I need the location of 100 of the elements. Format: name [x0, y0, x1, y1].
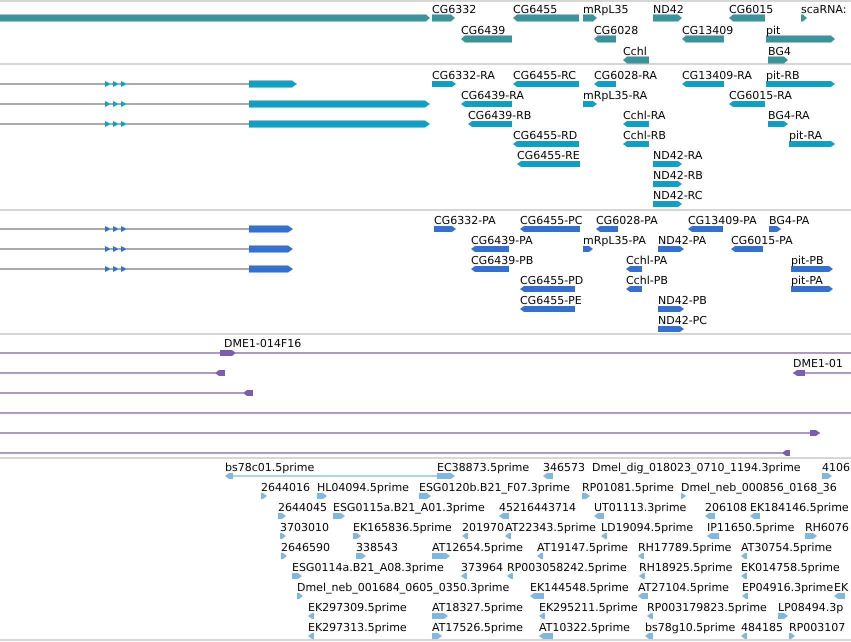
feature-label: RP01081.5prime: [582, 481, 674, 494]
feature-label: Dmel_dig_018023_0710_1194.3prime: [592, 461, 801, 474]
feature-label: Cchl-PA: [626, 254, 668, 267]
feature-label: EK297309.5prime: [308, 601, 407, 614]
feature-label: AT27104.5prime: [638, 581, 729, 594]
feature-label: mRpL35-PA: [583, 234, 646, 247]
feature-label: CG6332: [432, 3, 476, 16]
feature-label: ND42-RB: [653, 169, 703, 182]
feature-label: pit-PB: [791, 254, 824, 267]
feature-label: 373964: [461, 561, 503, 574]
feature-label: ND42-PB: [658, 294, 707, 307]
feature-label: CG6455-RD: [513, 129, 578, 142]
feature-label: DME1-014F16: [224, 337, 302, 350]
feature-label: ESG0115a.B21_A01.3prime: [333, 501, 485, 514]
feature-label: EK: [834, 581, 848, 594]
feature-label: pit-PA: [791, 274, 823, 287]
feature-label: RP003107: [789, 621, 846, 634]
feature-label: mRpL35: [583, 3, 628, 16]
feature-label: Cchl-RB: [623, 129, 666, 142]
feature-label: Dmel_neb_000856_0168_36: [681, 481, 837, 494]
feature-label: CG6028-PA: [596, 214, 658, 227]
feature-label: CG6332-RA: [432, 69, 495, 82]
feature-label: mRpL35-RA: [583, 89, 648, 102]
feature-label: pit-RB: [766, 69, 800, 82]
feature-label: 338543: [356, 541, 398, 554]
feature-label: CG6455-RE: [517, 149, 580, 162]
feature-label: BG4: [768, 45, 791, 58]
feature-label: 4106: [822, 461, 850, 474]
feature-label: AT18327.5prime: [432, 601, 523, 614]
feature-label: BG4-RA: [768, 109, 810, 122]
feature-label: ND42: [653, 3, 684, 16]
feature-label: BG4-PA: [769, 214, 810, 227]
feature-label: Cchl-PB: [626, 274, 668, 287]
feature-label: EC38873.5prime: [437, 461, 530, 474]
feature-label: IP11650.5prime: [707, 521, 794, 534]
feature-label: CG6455-PE: [520, 294, 582, 307]
feature-label: ND42-PA: [658, 234, 706, 247]
feature-label: 45216443714: [499, 501, 576, 514]
feature-label: EK014758.5prime: [741, 561, 840, 574]
feature-label: Cchl: [623, 45, 647, 58]
feature-label: 201970: [462, 521, 504, 534]
feature-label: ND42-RC: [653, 189, 702, 202]
feature-label: AT12654.5prime: [432, 541, 523, 554]
feature-label: Dmel_neb_001684_0605_0350.3prime: [297, 581, 510, 594]
feature-label: AT19147.5prime: [537, 541, 628, 554]
feature-label: CG6439-RA: [461, 89, 524, 102]
feature-label: bs78c01.5prime: [225, 461, 314, 474]
feature-label: AT17526.5prime: [432, 621, 523, 634]
feature-label: RP003179823.5prime: [647, 601, 767, 614]
feature-label: LD19094.5prime: [601, 521, 694, 534]
feature-label: CG6015-PA: [731, 234, 793, 247]
feature-label: ESG0120b.B21_F07.3prime: [419, 481, 570, 494]
feature-label: 346573: [543, 461, 585, 474]
feature-label: CG6439-PA: [471, 234, 533, 247]
feature-label: CG13409-RA: [682, 69, 752, 82]
feature-label: 3703010: [280, 521, 329, 534]
feature-label: CG6332-PA: [434, 214, 496, 227]
feature-label: UT01113.3prime: [594, 501, 686, 514]
feature-label: CG6455-PD: [520, 274, 584, 287]
feature-label: AT22343.5prime: [505, 521, 596, 534]
feature-label: EK184146.5prime: [750, 501, 849, 514]
feature-label: RH17789.5prime: [638, 541, 732, 554]
feature-label: AT10322.5prime: [539, 621, 630, 634]
feature-label: ND42-PC: [658, 314, 707, 327]
feature-label: CG6439: [461, 24, 506, 37]
feature-label: AT30754.5prime: [741, 541, 832, 554]
feature-label: CG6015-RA: [729, 89, 792, 102]
feature-label: 2644016: [261, 481, 310, 494]
feature-label: CG6455-PC: [520, 214, 582, 227]
feature-label: 206108: [705, 501, 747, 514]
feature-label: pit-RA: [789, 129, 822, 142]
feature-label: scaRNA:: [801, 3, 846, 16]
feature-label: LP08494.3p: [778, 601, 844, 614]
feature-label: EK295211.5prime: [539, 601, 638, 614]
feature-label: CG6455: [513, 3, 558, 16]
feature-label: RH6076: [805, 521, 849, 534]
feature-label: 484185: [741, 621, 783, 634]
feature-label: bs78g10.5prime: [645, 621, 736, 634]
feature-label: CG6028-RA: [594, 69, 657, 82]
feature-label: 2646590: [281, 541, 330, 554]
feature-label: DME1-01: [793, 357, 843, 370]
feature-label: CG6015: [729, 3, 774, 16]
feature-label: Cchl-RA: [623, 109, 666, 122]
feature-label: ESG0114a.B21_A08.3prime: [292, 561, 444, 574]
feature-label: 2644045: [278, 501, 327, 514]
feature-label: CG13409: [682, 24, 734, 37]
feature-label: RH18925.5prime: [639, 561, 732, 574]
feature-label: CG6439-RB: [468, 109, 532, 122]
feature-label: CG6439-PB: [471, 254, 534, 267]
feature-label: CG13409-PA: [688, 214, 757, 227]
feature-label: EK165836.5prime: [353, 521, 452, 534]
feature-label: CG6028: [594, 24, 638, 37]
feature-label: CG6455-RC: [513, 69, 576, 82]
feature-label: HL04094.5prime: [317, 481, 409, 494]
feature-label: pit: [766, 24, 780, 37]
feature-label: EK144548.5prime: [530, 581, 629, 594]
feature-label: ND42-RA: [653, 149, 702, 162]
feature-label: EK297313.5prime: [308, 621, 407, 634]
feature-label: RP003058242.5prime: [507, 561, 627, 574]
feature-label: EP04916.3prime: [742, 581, 834, 594]
